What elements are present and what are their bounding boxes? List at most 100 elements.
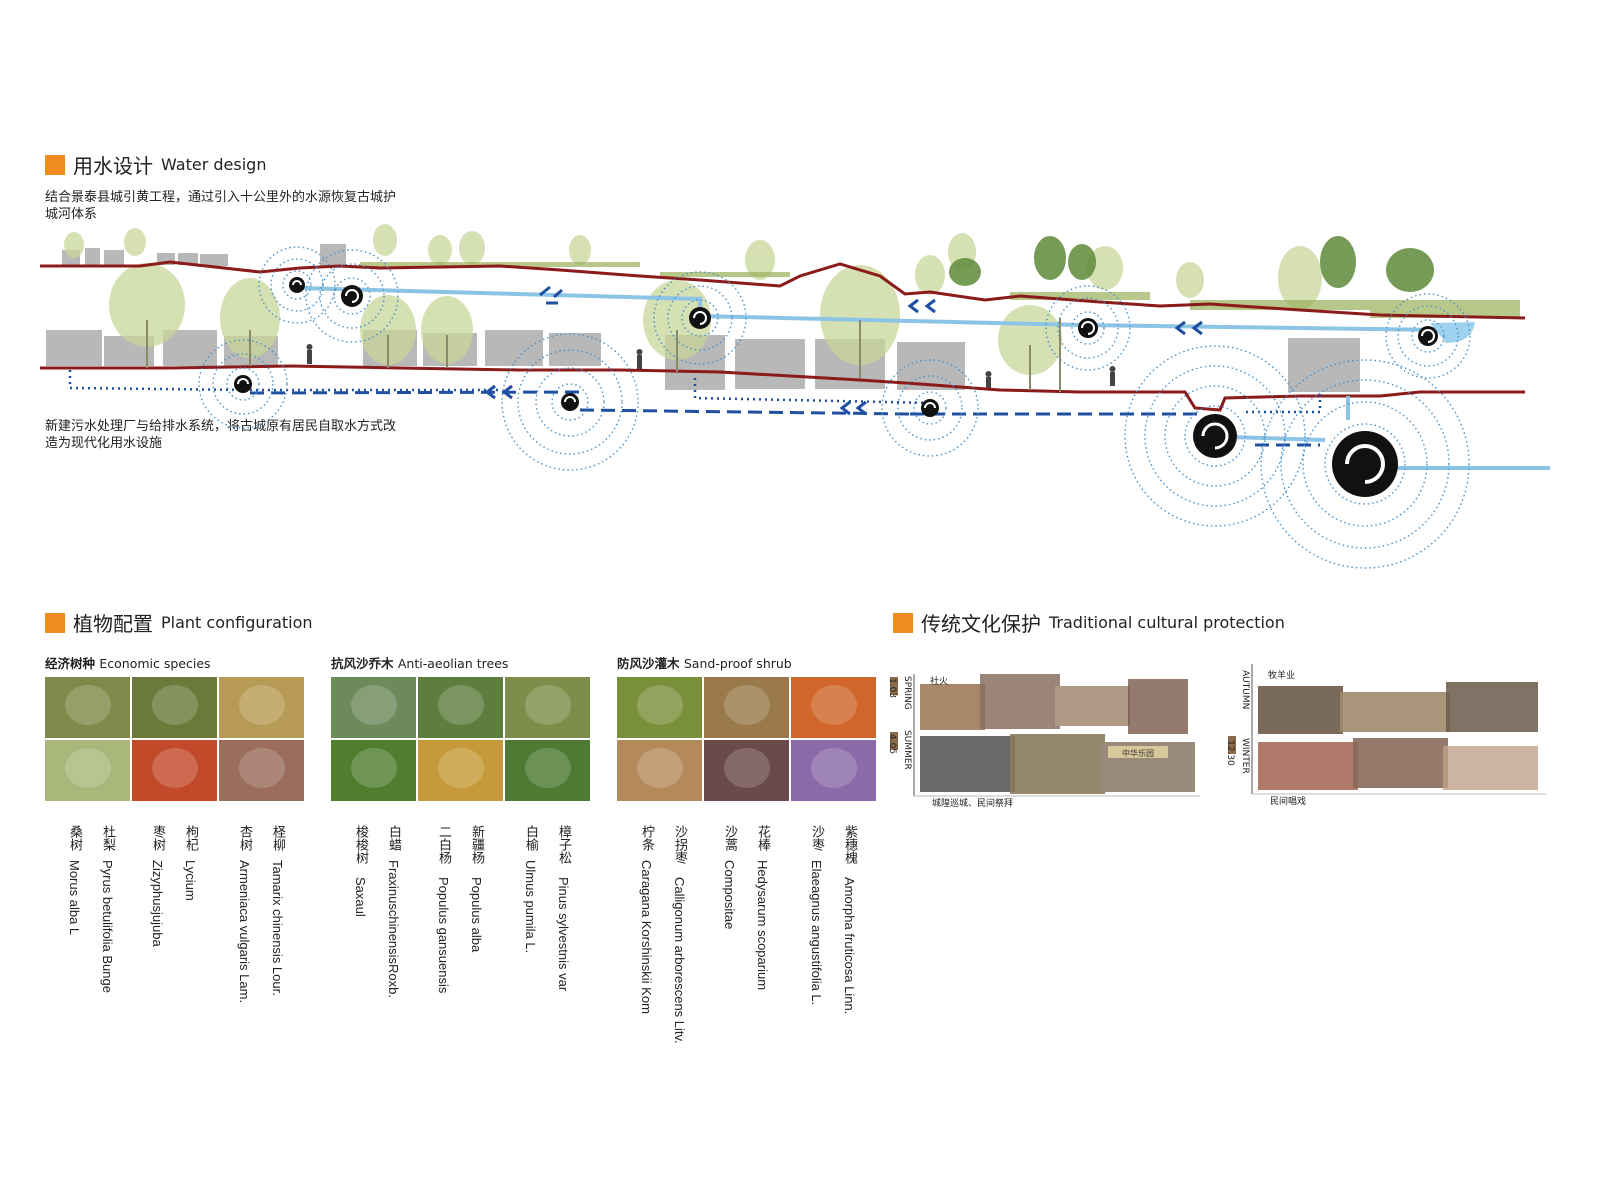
plant-name-en: Compositae: [722, 860, 737, 930]
culture-title-cn: 传统文化保护: [921, 612, 1041, 636]
autumn-winter-strip: 牧羊业 民间唱戏 AUTUMN 12.30 WINTER: [1225, 664, 1546, 809]
pump-icons: [234, 277, 1438, 497]
summer-date: 4.05: [887, 734, 897, 755]
plant-name-en: Populus alba: [469, 877, 484, 953]
plant-name-en: Morus alba L: [67, 860, 82, 936]
group-label-en: Economic species: [99, 656, 211, 671]
plant-name-cn: 花棒: [755, 825, 770, 851]
plant-name-en: Ulmus pumila L.: [523, 860, 538, 954]
water-design-bottom-description: 新建污水处理厂与给排水系统，将古城原有居民自取水方式改造为现代化用水设施: [45, 419, 397, 451]
orange-square-icon: [45, 154, 65, 175]
plant-photo: [617, 677, 702, 738]
autumn-winter-bottom-caption: 民间唱戏: [1270, 795, 1306, 807]
plant-photo: [505, 677, 590, 738]
plant-photo: [704, 677, 789, 738]
plant-name-en: FraxinuschinensisRoxb.: [386, 860, 401, 999]
plant-photo: [45, 677, 130, 738]
plant-name-cn: 白蜡: [386, 825, 401, 851]
tree-trunks: [146, 318, 1061, 392]
summer-season: SUMMER: [902, 730, 912, 770]
ripple-circles: [198, 246, 1471, 569]
plant-photo: [791, 677, 876, 738]
autumn-winter-collage: 牧羊业 民间唱戏: [1228, 664, 1546, 807]
autumn-caption: 牧羊业: [1268, 669, 1295, 681]
upper-ground-line: [40, 260, 1526, 320]
group-label-cn: 经济树种: [45, 656, 96, 671]
plant-name-cn: 新疆杨: [469, 825, 484, 864]
plant-name-en: Elaeagnus angustifolia L.: [809, 860, 824, 1006]
water-section-diagram: [40, 224, 1550, 569]
sand-proof-shrub-photos: [617, 677, 876, 801]
pump-icon: [341, 285, 363, 307]
large-pump-icon: [1332, 431, 1398, 497]
plant-name-cn: 樟子松: [556, 825, 571, 864]
plant-name-cn: 枸杞: [183, 825, 198, 851]
spring-date: 1.03: [887, 678, 897, 699]
plant-name-en: Pinus sylvestnis var: [556, 877, 571, 992]
plant-name-cn: 枣树: [150, 825, 165, 851]
plant-config-title-cn: 植物配置: [73, 612, 153, 636]
green-trees: [949, 236, 1434, 292]
economic-species-photos: [45, 677, 304, 801]
orange-square-icon: [45, 612, 65, 633]
water-design-title-en: Water design: [161, 155, 267, 174]
plant-name-cn: 柽柳: [270, 825, 285, 851]
large-pump-icon: [1193, 414, 1237, 458]
plant-name-cn: 沙蒿: [722, 825, 737, 851]
people-icons: [306, 344, 1116, 389]
plant-name-en: Pyrus betulifolia Bunge: [100, 860, 115, 993]
winter-date: 12.30: [1225, 740, 1235, 766]
plant-name-en: Hedysarum scoparium: [755, 860, 770, 991]
plant-photo: [704, 740, 789, 801]
water-design-title-cn: 用水设计: [73, 154, 153, 178]
plant-photo: [132, 740, 217, 801]
plant-name-cn: 白榆: [523, 825, 538, 851]
winter-season: WINTER: [1240, 738, 1250, 774]
plant-photo: [505, 740, 590, 801]
plant-name-en: Caragana Korshinskii Kom: [639, 860, 654, 1014]
plant-photo: [418, 740, 503, 801]
spring-season: SPRING: [902, 676, 912, 710]
plant-photo: [45, 740, 130, 801]
plant-photo: [617, 740, 702, 801]
anti-aeolian-trees-photos: [331, 677, 590, 801]
festival-sign-text: 中华乐园: [1122, 748, 1154, 758]
plant-name-cn: 沙枣: [809, 825, 824, 851]
plant-name-cn: 二白杨: [436, 825, 451, 864]
plant-name-cn: 沙拐枣: [672, 825, 687, 864]
water-design-heading: 用水设计 Water design: [45, 150, 266, 179]
plant-name-en: Populus gansuensis: [436, 877, 451, 994]
plant-name-cn: 柠条: [639, 825, 654, 851]
plant-name-cn: 杜梨: [100, 825, 115, 851]
dashed-drain-pipes: [249, 390, 1320, 447]
plant-config-heading: 植物配置 Plant configuration: [45, 608, 313, 637]
group-label-en: Sand-proof shrub: [683, 656, 792, 671]
orange-square-icon: [893, 612, 913, 633]
culture-heading: 传统文化保护 Traditional cultural protection: [893, 608, 1285, 637]
plant-name-en: Saxaul: [353, 877, 368, 917]
plant-photo: [219, 740, 304, 801]
plant-name-en: Zizyphusjujuba: [150, 860, 165, 947]
spring-summer-bottom-caption: 城隍巡城、民间祭拜: [932, 797, 1013, 809]
anti-aeolian-trees-label: 抗风沙乔木 Anti-aeolian trees: [331, 653, 508, 672]
pump-icon: [921, 399, 939, 417]
pump-icon: [289, 277, 305, 293]
pump-icon: [1418, 326, 1438, 346]
plant-name-en: Amorpha fruticosa Linn.: [842, 877, 857, 1015]
plant-name-en: Lycium: [183, 860, 198, 901]
pump-icon: [234, 375, 252, 393]
plant-photo: [791, 740, 876, 801]
plant-name-cn: 紫穗槐: [842, 825, 857, 864]
plant-photo: [331, 677, 416, 738]
pump-icon: [689, 307, 711, 329]
plant-name-cn: 桑树: [67, 825, 82, 851]
plant-name-cn: 杏树: [237, 825, 252, 851]
autumn-season: AUTUMN: [1240, 670, 1250, 710]
water-design-top-description: 结合景泰县城引黄工程，通过引入十公里外的水源恢复古城护城河体系: [45, 190, 397, 222]
plant-config-title-en: Plant configuration: [161, 613, 313, 632]
culture-title-en: Traditional cultural protection: [1049, 613, 1285, 632]
group-label-cn: 防风沙灌木: [617, 656, 680, 671]
spring-summer-collage: 中华乐园 社火 城隍巡城、民间祭拜: [890, 674, 1200, 809]
spring-summer-strip: 中华乐园 社火 城隍巡城、民间祭拜 1.03 SPRING 4.05 SUMME…: [887, 674, 1200, 809]
dotted-sewer-lines: [68, 370, 1322, 414]
